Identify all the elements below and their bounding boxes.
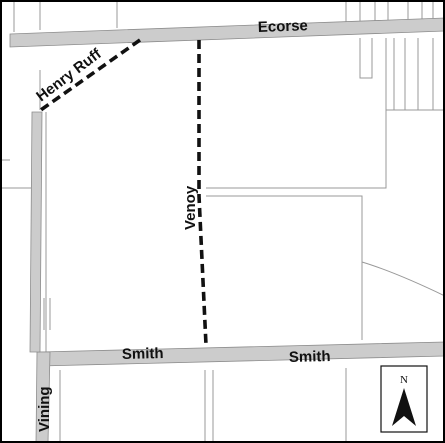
route-segments (36, 38, 208, 346)
north-arrow: N (380, 365, 428, 433)
label-smith-east: Smith (289, 348, 331, 366)
route-venoy (197, 40, 208, 346)
parcel-line (206, 195, 363, 340)
side-roads (29, 111, 43, 353)
road-vining (35, 351, 51, 443)
north-letter: N (400, 374, 408, 386)
label-ecorse: Ecorse (258, 17, 309, 36)
label-venoy: Venoy (182, 185, 199, 230)
road-ecorse (9, 17, 445, 48)
major-roads (9, 17, 445, 443)
road-west-strip (29, 111, 43, 353)
parcel-line (361, 261, 445, 297)
label-smith-west: Smith (122, 345, 164, 363)
parcel-line (206, 38, 387, 189)
route-henry-ruff (36, 38, 142, 114)
north-arrow-icon (392, 388, 416, 426)
parcel-line (359, 38, 373, 79)
label-vining: Vining (36, 386, 53, 432)
